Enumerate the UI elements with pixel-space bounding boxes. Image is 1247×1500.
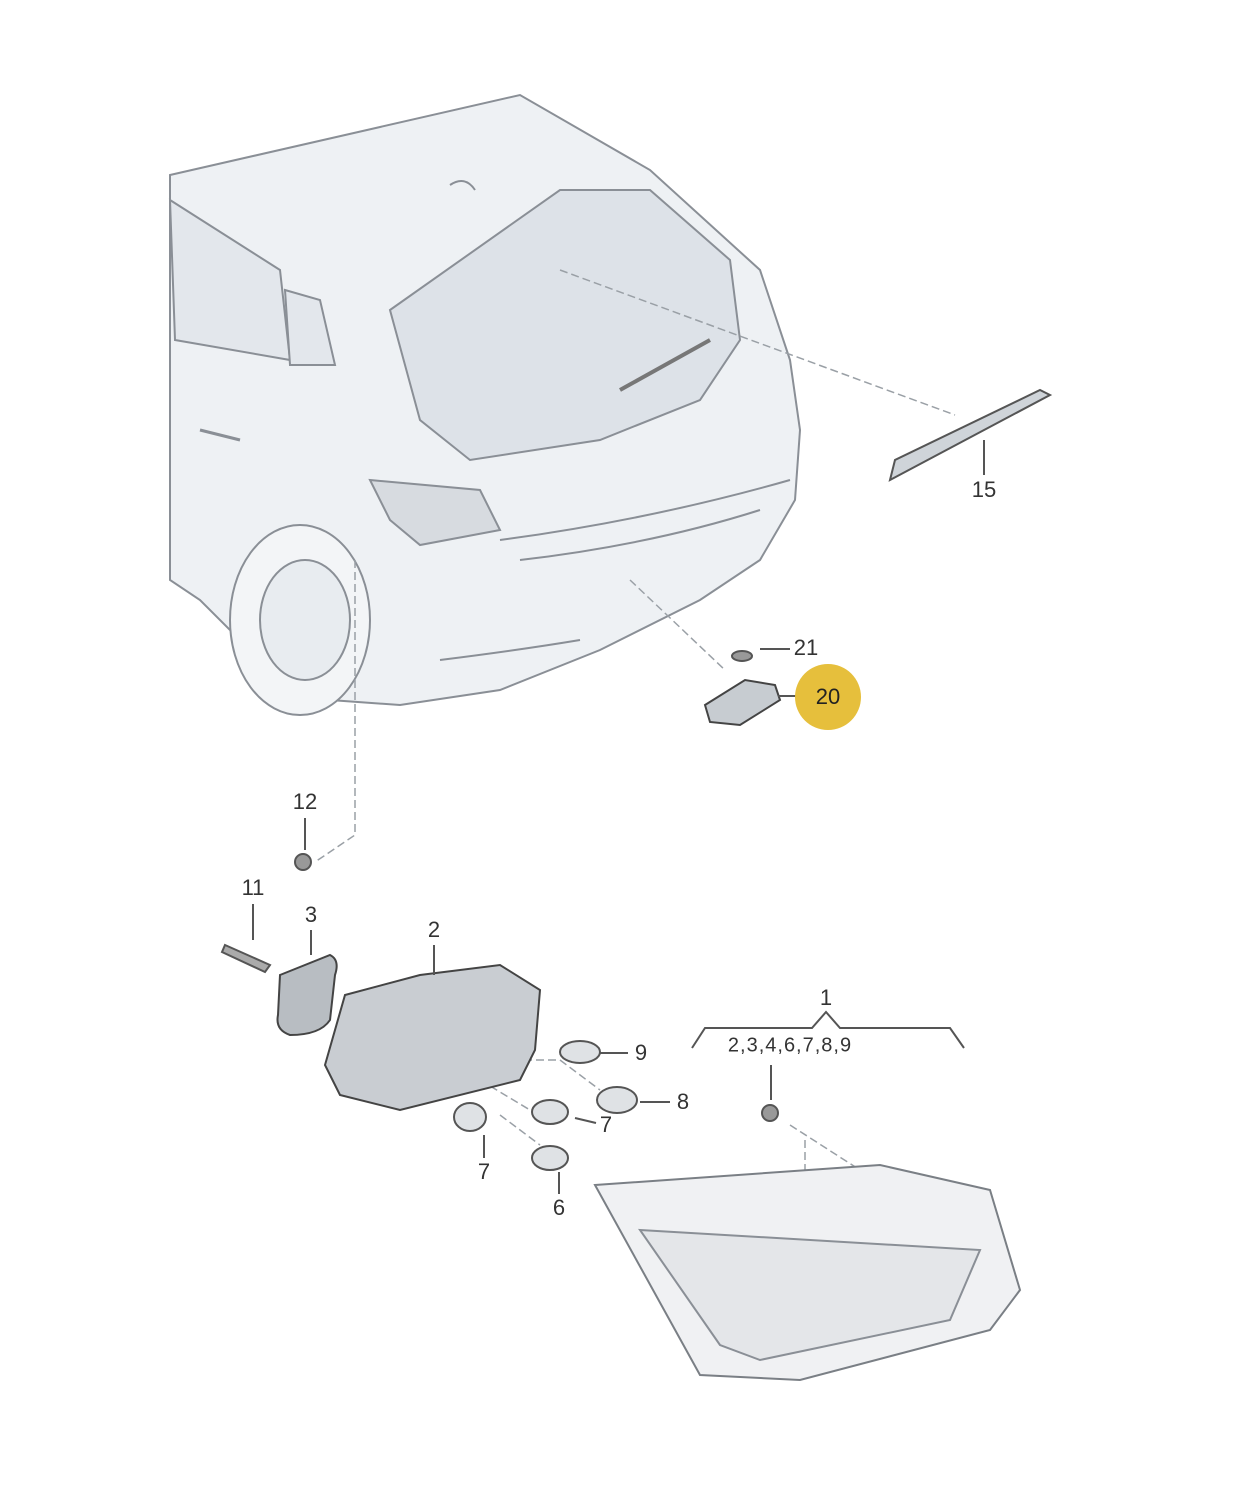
callout-7[interactable]: 7 [477,1159,491,1184]
callout-7[interactable]: 7 [599,1112,613,1137]
callout-15[interactable]: 15 [971,477,997,502]
callout-3[interactable]: 3 [304,902,318,927]
bulbs [453,1040,638,1171]
car-rear-illustration [168,93,802,716]
callout-6[interactable]: 6 [552,1195,566,1220]
part-3-seal [276,953,338,1037]
callout-20-highlighted[interactable]: 20 [795,664,861,730]
part-12-nut [294,853,312,871]
part-4-nut [761,1104,779,1122]
callout-21[interactable]: 21 [793,635,819,660]
part-15-brake-light [888,388,1053,482]
callout-2[interactable]: 2 [427,917,441,942]
part-20-licence-light [703,678,782,727]
callout-11[interactable]: 11 [241,875,265,900]
part-2-bulb-carrier [323,963,542,1112]
callout-8[interactable]: 8 [676,1089,690,1114]
callout-12[interactable]: 12 [292,789,318,814]
callout-1-includes: 2,3,4,6,7,8,9 [727,1034,853,1057]
callout-1[interactable]: 1 [819,985,833,1010]
callout-9[interactable]: 9 [634,1040,648,1065]
part-21-screw [731,650,753,662]
part-11-connector [220,943,272,974]
